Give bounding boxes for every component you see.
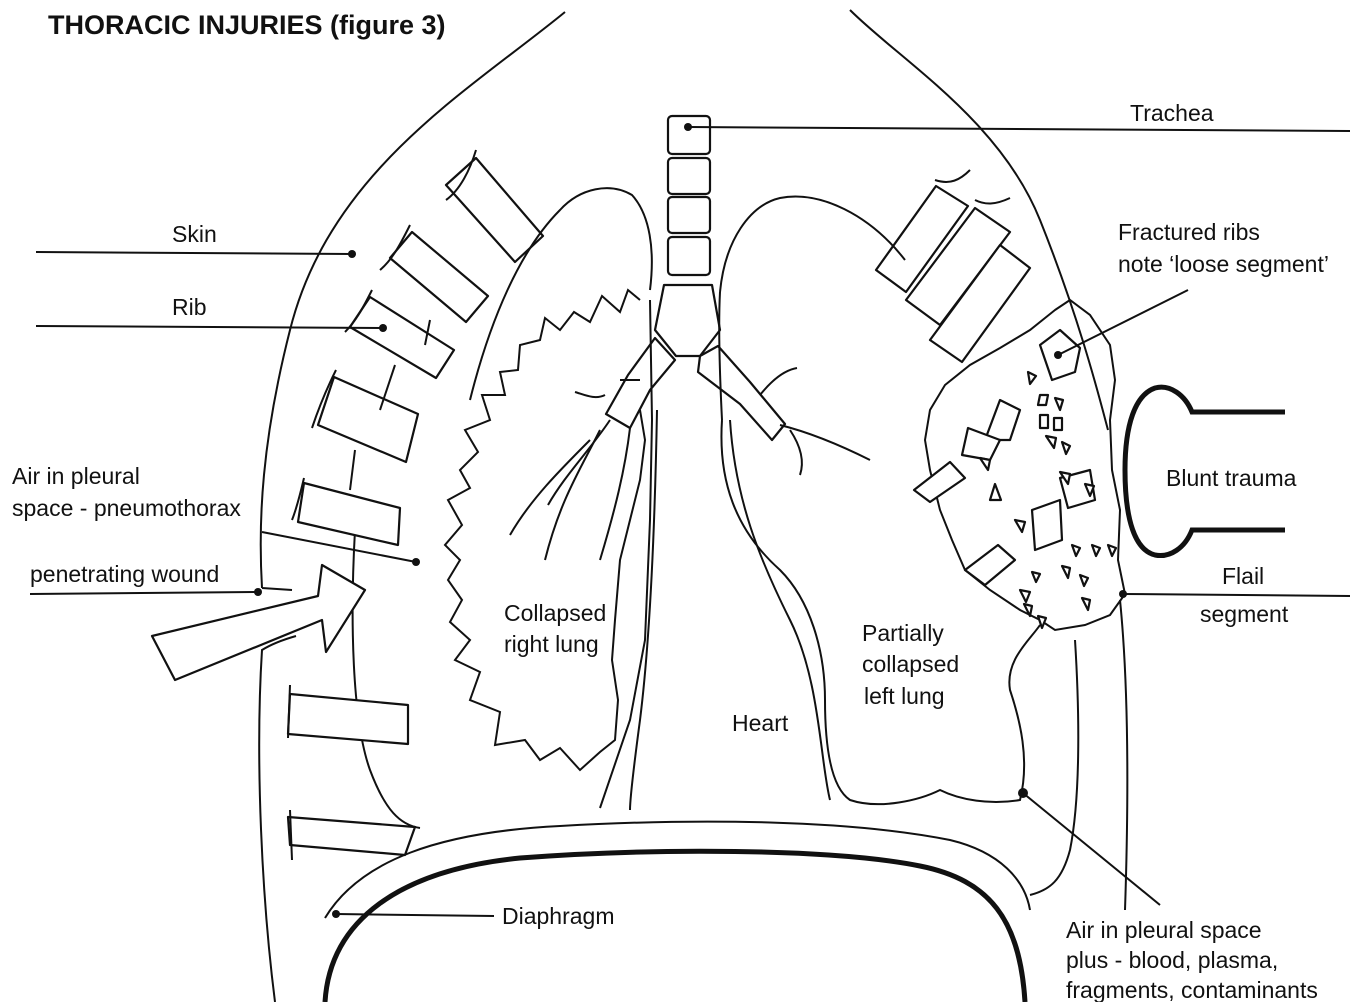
fractured-ribs-label-line-2: note ‘loose segment’ bbox=[1118, 251, 1329, 277]
partial-lung-label-line-1: Partially bbox=[862, 620, 944, 646]
rib-label: Rib bbox=[172, 294, 207, 320]
right-side-ribs bbox=[288, 150, 543, 860]
partial-lung-label-line-2: collapsed bbox=[862, 651, 959, 677]
fractured-ribs-label-line-1: Fractured ribs bbox=[1118, 219, 1260, 245]
collapsed-lung-label-line-1: Collapsed bbox=[504, 600, 606, 626]
pneumothorax-label-line-1: Air in pleural bbox=[12, 463, 140, 489]
diagram-title: THORACIC INJURIES (figure 3) bbox=[48, 10, 446, 40]
left-side-ribs bbox=[876, 170, 1030, 362]
partial-lung-label-line-3: left lung bbox=[864, 683, 945, 709]
flail-segment-label-line-2: segment bbox=[1200, 601, 1289, 627]
heart bbox=[630, 410, 830, 810]
pneumothorax-label-line-2: space - pneumothorax bbox=[12, 495, 241, 521]
skin-label: Skin bbox=[172, 221, 217, 247]
blunt-trauma-label: Blunt trauma bbox=[1166, 465, 1297, 491]
diaphragm-label: Diaphragm bbox=[502, 903, 615, 929]
flail-segment-label-line-1: Flail bbox=[1222, 563, 1264, 589]
heart-label: Heart bbox=[732, 710, 789, 736]
air-blood-label-line-2: plus - blood, plasma, bbox=[1066, 947, 1278, 973]
air-blood-label-line-3: fragments, contaminants bbox=[1066, 977, 1318, 1002]
trachea bbox=[606, 116, 785, 440]
collapsed-lung-label-line-2: right lung bbox=[504, 631, 599, 657]
penetrating-wound-label: penetrating wound bbox=[30, 561, 219, 587]
diaphragm bbox=[325, 822, 1030, 1002]
air-blood-label-line-1: Air in pleural space bbox=[1066, 917, 1262, 943]
collapsed-right-lung bbox=[445, 188, 652, 808]
trachea-label: Trachea bbox=[1130, 100, 1214, 126]
